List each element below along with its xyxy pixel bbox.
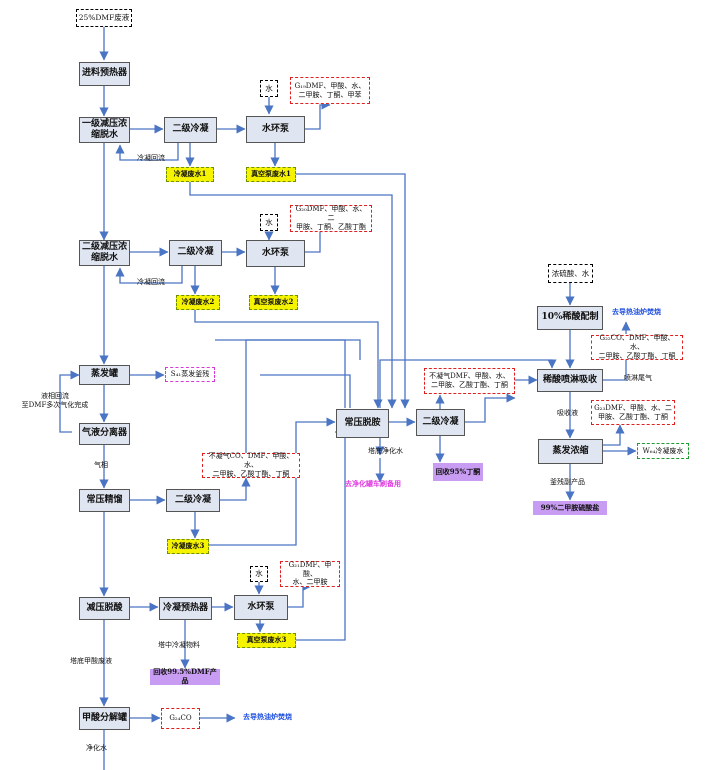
condwater1-node: 冷凝废水1 (166, 167, 214, 182)
gas-c-node: G₂₁DMF、甲酸、 水、二甲胺 (280, 561, 340, 587)
to-wash-car-label: 去净化罐车刷备用 (345, 479, 401, 488)
pump-c-node: 水环泵 (234, 595, 288, 620)
recovered-butanone-node: 回收95%丁酮 (433, 463, 483, 481)
condwater3-node: 冷凝废水3 (167, 539, 209, 554)
feed-node: 25%DMF废液 (76, 9, 132, 27)
tower-mid-label: 塔中冷凝物料 (158, 641, 200, 649)
noncond-right-node: 不凝气DMF、甲酸、水、 二甲胺、乙酸丁酯、丁酮 (424, 368, 515, 394)
gas-g23-node: G₂₃DMF、甲酸、水、二 甲胺、乙酸丁酯、丁酮 (591, 400, 675, 425)
cond-preheat-node: 冷凝预热器 (159, 597, 212, 620)
gas-co-node: G₂₄CO (161, 708, 200, 729)
vacwater2-node: 真空泵废水2 (249, 295, 298, 310)
still-residue-label: 釜残副产品 (550, 478, 585, 486)
gas-b-node: G₂₀DMF、甲酸、水、二 甲胺、丁酮、乙酸丁酯 (290, 205, 372, 232)
evap-conc-node: 蒸发浓缩 (538, 439, 603, 464)
vacwater1-node: 真空泵废水1 (246, 167, 296, 182)
liquid-reflux-label: 液相回流 至DMF多次气化完成 (21, 392, 89, 409)
dmf-product-node: 回收99.5%DMF产品 (150, 667, 220, 685)
pump-b-node: 水环泵 (246, 240, 305, 267)
sulfate-product-node: 99%二甲胺硫酸盐 (533, 501, 607, 515)
vacwater3-node: 真空泵废水3 (237, 633, 296, 648)
stage1-dewater-node: 一级减压浓 缩脱水 (79, 117, 130, 143)
solid-residue-node: S₄₁蒸发釜残 (165, 367, 215, 382)
gas-a-node: G₁₉DMF、甲酸、水、 二甲胺、丁酮、甲苯 (290, 77, 370, 104)
tower-bottom-water-label: 塔底净化水 (368, 447, 403, 455)
atm-deamine-node: 常压脱胺 (336, 409, 389, 438)
reflux1-label: 冷凝回流 (137, 154, 165, 162)
water-b-node: 水 (260, 214, 278, 231)
noncond-mid-node: 不凝气CO、DMF、甲酸、水、 二甲胺、乙酸丁酯、丁酮 (202, 452, 300, 478)
pump-a-node: 水环泵 (246, 116, 305, 143)
to-burner-top-label: 去导热油炉焚烧 (612, 307, 661, 316)
cond2-d-node: 二级冷凝 (416, 409, 465, 436)
gas-phase-label: 气相 (94, 461, 108, 469)
water-c-node: 水 (250, 566, 268, 582)
gas-g22-node: G₂₂CO、DMF、甲酸、水、 二甲胺、乙酸丁酯、丁酮 (591, 334, 683, 360)
cond2-b-node: 二级冷凝 (169, 240, 222, 266)
waste-w-node: W₆₄冷凝废水 (637, 443, 689, 459)
formic-decomp-node: 甲酸分解罐 (79, 707, 130, 730)
gl-separator-node: 气液分离器 (79, 423, 130, 445)
dilute-acid-node: 10%稀酸配制 (537, 306, 603, 330)
cond2-c-node: 二级冷凝 (166, 489, 220, 512)
cond2-a-node: 二级冷凝 (164, 117, 217, 143)
reflux2-label: 冷凝回流 (137, 278, 165, 286)
spray-tail-label: 喷淋尾气 (624, 374, 652, 382)
absorb-liquid-label: 吸收液 (557, 409, 578, 417)
condwater2-node: 冷凝废水2 (176, 295, 220, 310)
evaporator-node: 蒸发罐 (79, 365, 130, 385)
stage2-dewater-node: 二级减压浓 缩脱水 (79, 240, 130, 266)
preheat-node: 进料预热器 (79, 62, 130, 86)
purified-water-label: 净化水 (86, 744, 107, 752)
tower-bottom-acid-label: 塔底甲酸废液 (70, 657, 112, 665)
acid-absorb-node: 稀酸喷淋吸收 (537, 369, 603, 392)
vac-deacid-node: 减压脱酸 (79, 597, 130, 620)
to-burner-bottom-label: 去导热油炉焚烧 (243, 712, 292, 721)
acid-in-node: 浓硫酸、水 (548, 264, 593, 283)
water-a-node: 水 (260, 80, 278, 97)
atm-rect-node: 常压精馏 (79, 489, 130, 512)
